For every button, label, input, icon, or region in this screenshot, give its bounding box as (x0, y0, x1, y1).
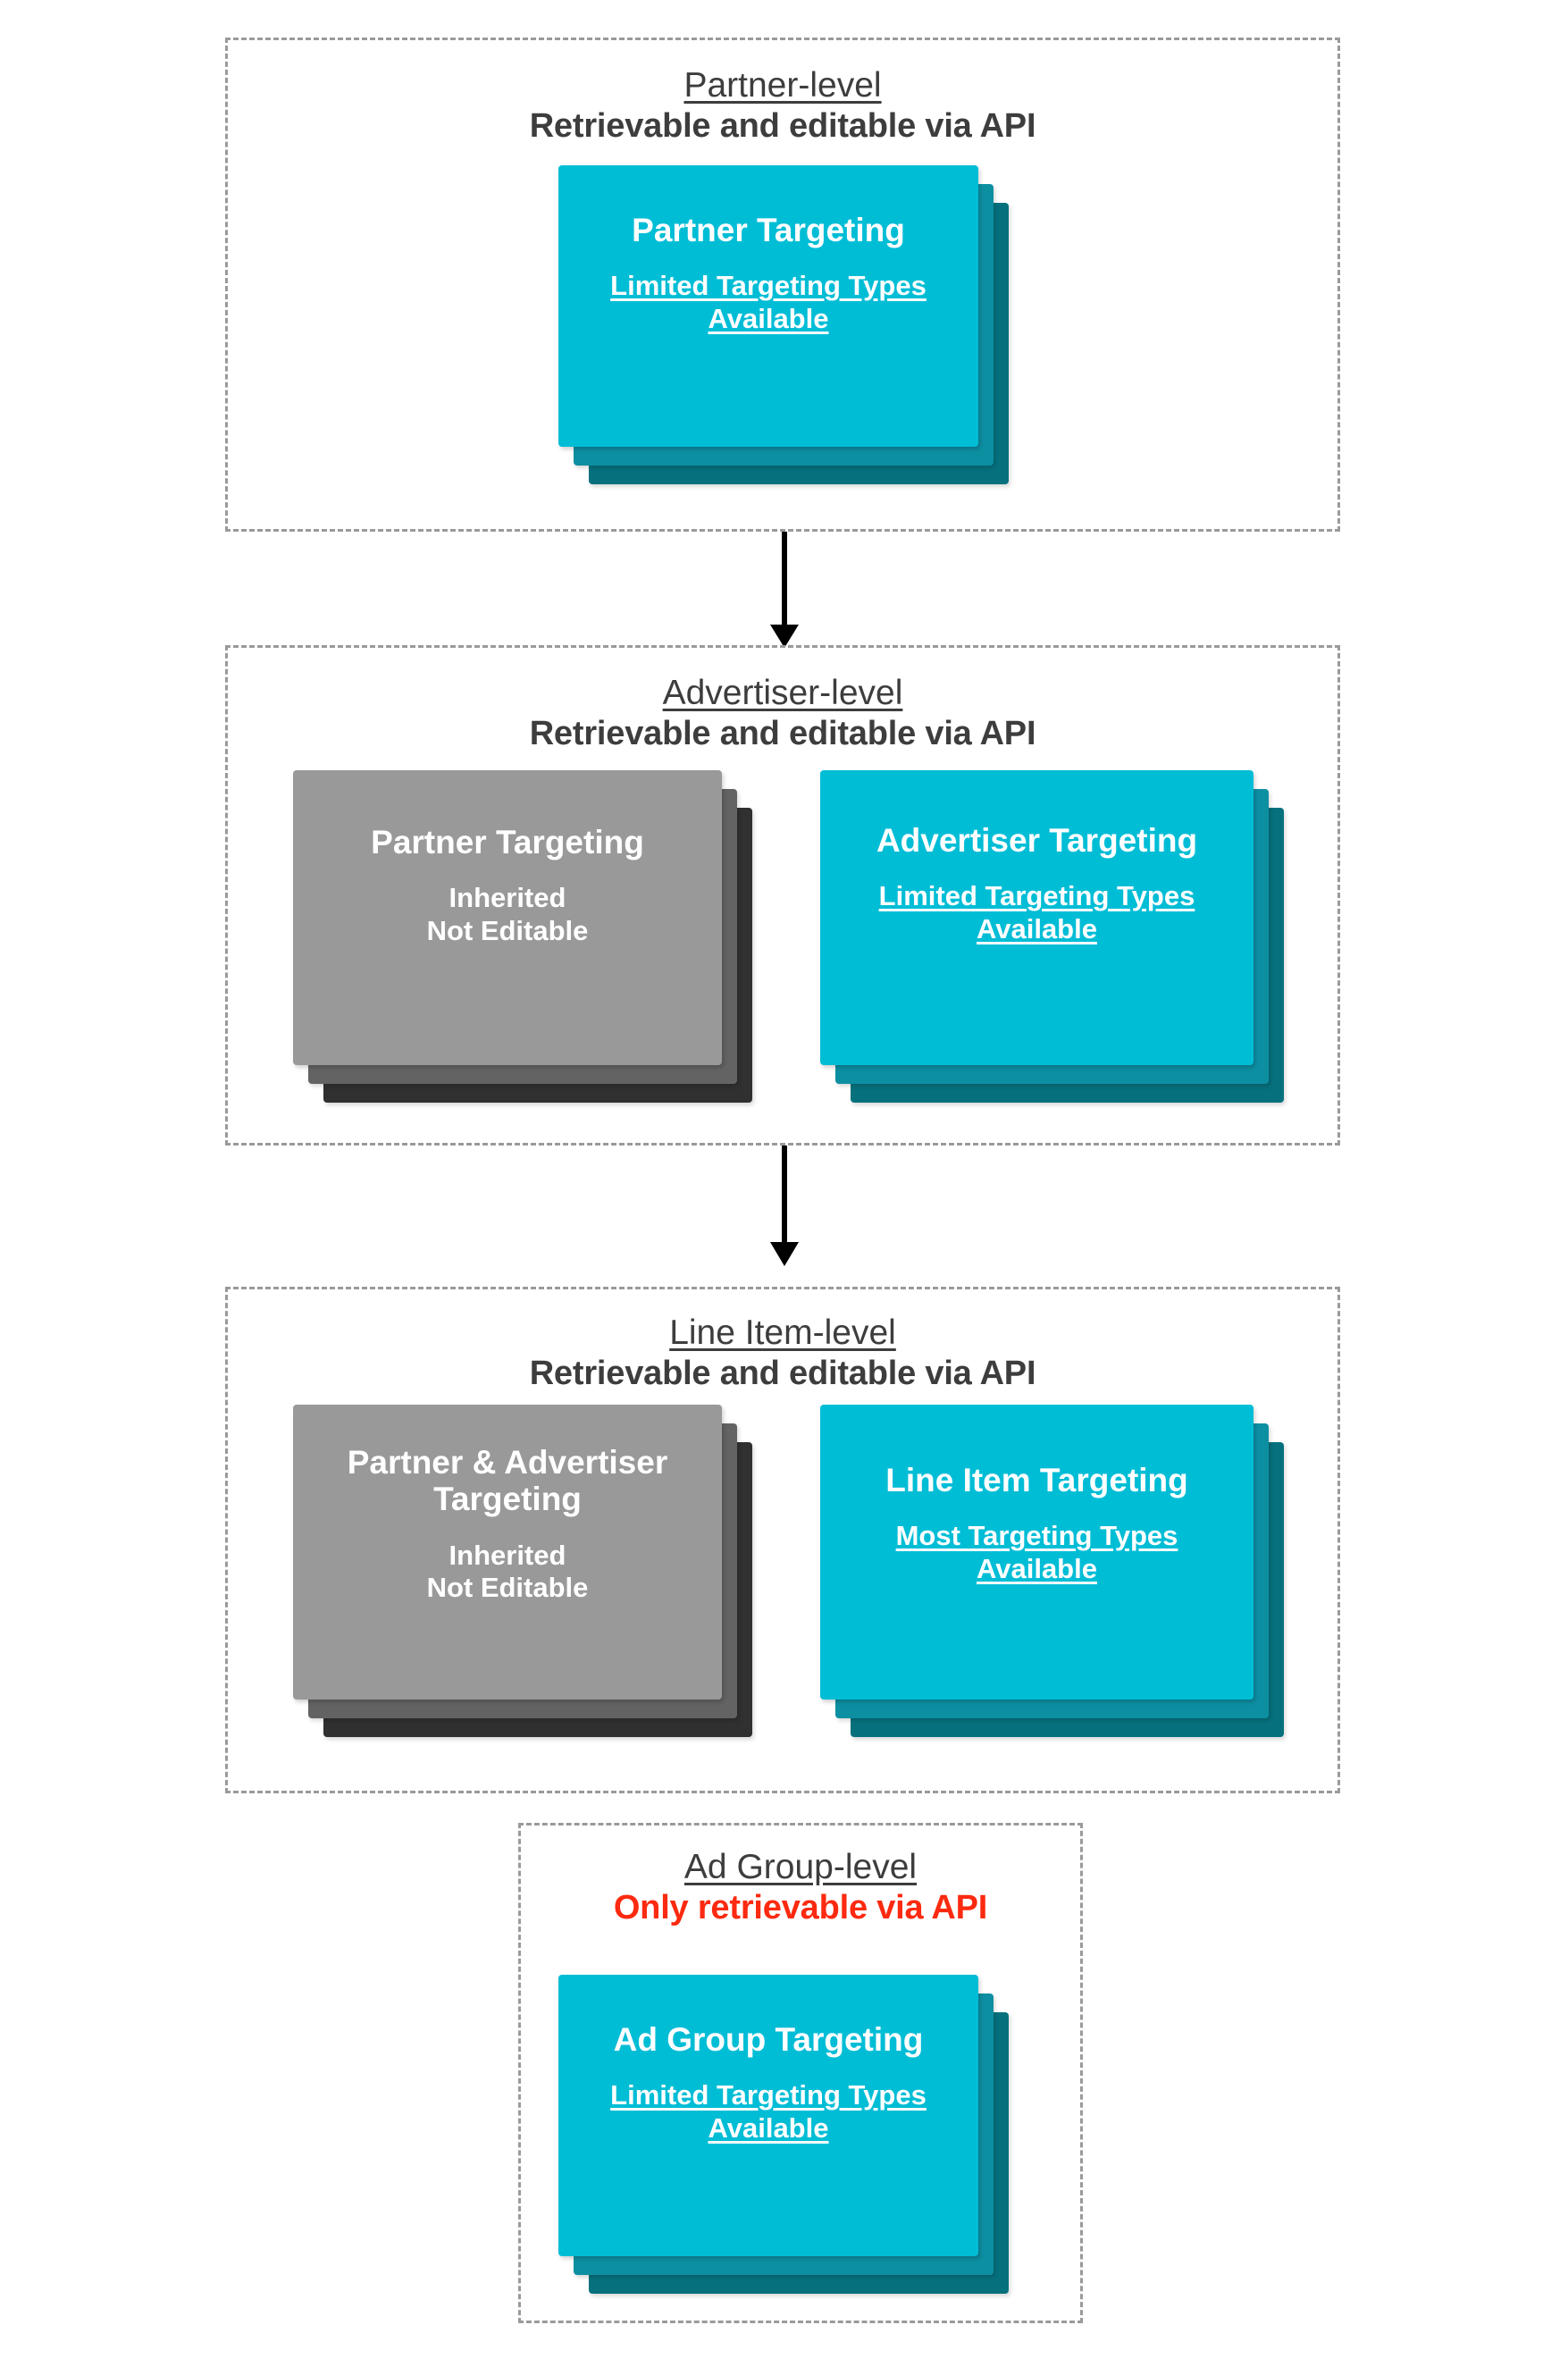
card-stack-line-item-inherited: Partner & Advertiser Targeting Inherited… (293, 1405, 752, 1737)
card-title: Line Item Targeting (885, 1462, 1188, 1498)
card-stack-line-item-targeting: Line Item Targeting Most Targeting Types… (820, 1405, 1284, 1737)
level-title-partner: Partner-level (683, 66, 882, 105)
arrow-partner-to-advertiser (758, 532, 811, 648)
card-subtext: Limited Targeting Types Available (610, 2079, 927, 2145)
card-subtext: Limited Targeting Types Available (610, 270, 927, 335)
level-container-line-item (225, 1287, 1340, 1793)
card-stack-advertiser-targeting: Advertiser Targeting Limited Targeting T… (820, 770, 1284, 1103)
card-advertiser-inherited-partner-targeting[interactable]: Partner Targeting Inherited Not Editable (293, 770, 722, 1065)
card-stack-ad-group-targeting: Ad Group Targeting Limited Targeting Typ… (558, 1975, 1009, 2294)
level-title-ad-group: Ad Group-level (683, 1848, 918, 1886)
card-partner-targeting[interactable]: Partner Targeting Limited Targeting Type… (558, 165, 978, 447)
card-advertiser-targeting[interactable]: Advertiser Targeting Limited Targeting T… (820, 770, 1254, 1065)
card-subtext: Limited Targeting Types Available (878, 880, 1195, 945)
level-subtitle-ad-group: Only retrievable via API (613, 1889, 988, 1926)
card-subtext: Most Targeting Types Available (895, 1520, 1178, 1585)
arrow-down-icon (770, 1146, 799, 1266)
level-heading-line-item: Line Item-level Retrievable and editable… (225, 1315, 1340, 1390)
card-title: Ad Group Targeting (613, 2021, 924, 2058)
arrow-down-icon (770, 532, 799, 648)
card-subtext: Inherited Not Editable (426, 1539, 589, 1604)
level-title-advertiser: Advertiser-level (662, 674, 903, 712)
level-title-line-item: Line Item-level (669, 1314, 896, 1352)
card-title: Partner Targeting (632, 212, 905, 248)
card-title: Partner Targeting (371, 824, 644, 860)
level-heading-ad-group: Ad Group-level Only retrievable via API (518, 1850, 1083, 1925)
arrow-advertiser-to-line-item (758, 1146, 811, 1266)
card-title: Advertiser Targeting (876, 822, 1198, 859)
card-stack-partner-targeting: Partner Targeting Limited Targeting Type… (558, 165, 1009, 484)
card-line-item-inherited-targeting[interactable]: Partner & Advertiser Targeting Inherited… (293, 1405, 722, 1700)
level-subtitle-partner: Retrievable and editable via API (529, 107, 1036, 145)
level-heading-advertiser: Advertiser-level Retrievable and editabl… (225, 676, 1340, 751)
level-subtitle-line-item: Retrievable and editable via API (529, 1355, 1036, 1392)
card-title: Partner & Advertiser Targeting (347, 1444, 668, 1518)
card-line-item-targeting[interactable]: Line Item Targeting Most Targeting Types… (820, 1405, 1254, 1700)
card-stack-advertiser-inherited: Partner Targeting Inherited Not Editable (293, 770, 752, 1103)
level-heading-partner: Partner-level Retrievable and editable v… (225, 68, 1340, 143)
level-container-advertiser (225, 645, 1340, 1146)
level-subtitle-advertiser: Retrievable and editable via API (529, 715, 1036, 752)
card-subtext: Inherited Not Editable (426, 882, 589, 947)
level-container-ad-group (518, 1823, 1083, 2323)
level-container-partner (225, 38, 1340, 532)
card-ad-group-targeting[interactable]: Ad Group Targeting Limited Targeting Typ… (558, 1975, 978, 2256)
